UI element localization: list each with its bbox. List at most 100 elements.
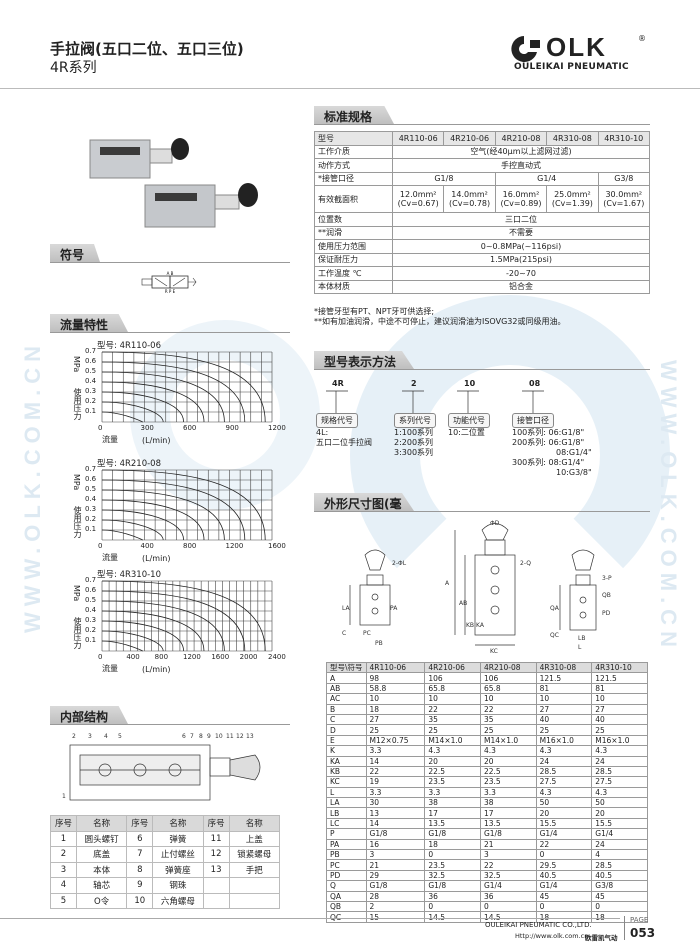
dim-cell: 15.5	[591, 817, 648, 830]
parts-cell: 11	[202, 830, 230, 847]
y-tick-label: 0.3	[85, 505, 97, 513]
dim-cell: PA	[326, 838, 367, 851]
x-tick-label: 400	[126, 653, 140, 661]
desc-line: 3:300系列	[394, 448, 434, 457]
dim-cell: M16×1.0	[535, 734, 593, 747]
dim-cell: 18	[424, 838, 481, 851]
part-number-label: 9	[207, 733, 211, 740]
parts-header: 名称	[228, 815, 281, 832]
dim-cell: 13.5	[424, 817, 481, 830]
label-port: 接管口径	[512, 413, 554, 428]
dim-3p: 3-P	[602, 575, 612, 582]
parts-cell: 弹簧座	[152, 861, 204, 878]
desc-line: 10:G3/8"	[556, 468, 592, 477]
dim-cell: 24	[591, 838, 648, 851]
dim-cell: M14×1.0	[424, 734, 481, 747]
dim-cell: 14	[365, 817, 426, 830]
dim-cell: 25	[535, 724, 593, 736]
dim-cell: 17	[424, 807, 481, 819]
dim-cell: 106	[424, 672, 481, 684]
spec-value: 手控直动式	[392, 158, 650, 173]
y-tick-label: 0.2	[85, 397, 97, 405]
spec-label: 有效截面积	[314, 185, 393, 213]
label-series: 系列代号	[394, 413, 436, 428]
desc-line: 100系列: 06:G1/8"	[512, 428, 585, 437]
dim-cell: 32.5	[479, 869, 537, 882]
product-photo	[80, 125, 270, 235]
dim-cell: 30	[365, 797, 426, 809]
x-tick-label: 1200	[225, 542, 244, 550]
spec-value: 16.0mm²(Cv=0.89)	[494, 185, 548, 213]
dim-cell: 4.3	[479, 745, 537, 757]
dim-cell: 15.5	[535, 817, 593, 830]
x-tick-label: 800	[154, 653, 169, 661]
parts-header: 名称	[75, 815, 128, 832]
dim-l: L	[578, 644, 582, 651]
dim-cell: 35	[479, 713, 537, 726]
dim-header: 4R210-08	[479, 661, 537, 674]
dim-2l: 2-ΦL	[392, 560, 407, 567]
chart-ylabel: 使用压力	[73, 506, 82, 538]
y-tick-label: 0.3	[85, 616, 97, 624]
parts-header: 序号	[202, 815, 230, 832]
chart-ylabel: 使用压力	[73, 388, 82, 420]
dim-cell: 25	[479, 724, 537, 736]
parts-cell: 7	[126, 846, 154, 863]
x-tick-label: 1600	[211, 653, 230, 661]
y-tick-label: 0.7	[85, 347, 97, 355]
parts-cell	[202, 892, 230, 909]
parts-cell: 9	[126, 877, 154, 894]
dim-cell: 14	[365, 755, 426, 767]
brand-logo: OLK ® OULEIKAI PNEUMATIC	[508, 32, 658, 72]
dim-cell: 20	[591, 807, 648, 819]
chart-model-label: 型号: 4R310-10	[97, 570, 161, 580]
spec-label: 使用压力范围	[314, 239, 393, 254]
x-tick-label: 1200	[268, 424, 286, 432]
x-tick-label: 2000	[239, 653, 258, 661]
parts-cell: 2	[50, 846, 77, 863]
x-tick-label: 0	[98, 542, 103, 550]
dim-cell: 106	[479, 672, 537, 684]
spec-note-1: *接管牙型有PT、NPT牙可供选择;	[314, 307, 435, 316]
part-number-label: 7	[190, 733, 194, 740]
label-spec: 规格代号	[316, 413, 358, 428]
dim-cell: 23.5	[479, 776, 537, 788]
dim-cell: M12×0.75	[365, 734, 426, 747]
parts-cell: 手把	[228, 861, 281, 878]
dim-pb: PB	[375, 640, 383, 647]
dim-cell: G1/8	[365, 880, 426, 892]
dim-cell: 36	[479, 890, 537, 903]
section-flow: 流量特性	[50, 314, 128, 332]
area-value: 14.0mm²	[451, 190, 488, 199]
dim-cell: 13.5	[479, 817, 537, 830]
dim-cell: 4	[591, 849, 648, 861]
dim-cell: 24	[535, 755, 593, 767]
y-tick-label: 0.2	[85, 515, 97, 523]
spec-label: 工作温度 ℃	[314, 266, 393, 281]
dim-lb: LB	[578, 635, 585, 642]
dim-cell: KC	[326, 776, 367, 788]
dim-cell: 45	[535, 890, 593, 903]
dim-pc: PC	[363, 630, 371, 637]
y-tick-label: 0.1	[85, 525, 97, 533]
dim-cell: 81	[535, 682, 593, 695]
x-tick-label: 0	[98, 653, 103, 661]
code-connectors	[326, 390, 544, 413]
spec-value: 铝合金	[392, 279, 650, 294]
part-number-label: 5	[118, 733, 122, 740]
footer-site[interactable]: Http://www.olk.com.cn	[515, 932, 589, 940]
cv-value: (Cv=1.39)	[551, 199, 593, 208]
dim-qc: QC	[550, 632, 559, 639]
x-tick-label: 400	[140, 542, 154, 550]
dim-qa: QA	[550, 605, 560, 612]
dim-cell: 81	[591, 682, 648, 695]
